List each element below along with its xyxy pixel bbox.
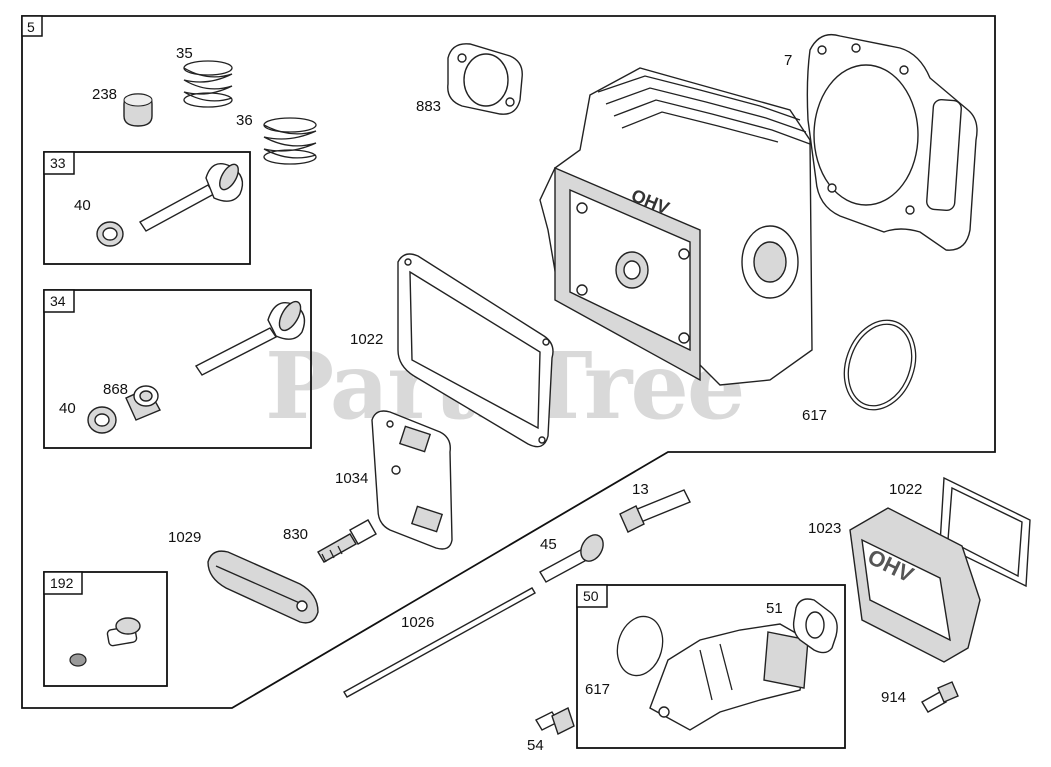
group-33-tab [43,151,75,175]
callout-36: 36 [236,112,253,129]
bolt-13-icon [619,489,691,533]
callout-1034: 1034 [335,470,368,487]
callout-54: 54 [527,737,544,754]
guide-plate-1034-icon [371,410,453,550]
exhaust-gasket-883-icon [447,43,523,115]
callout-13: 13 [632,481,649,498]
elbow-gasket-51-icon [792,598,838,654]
push-rod-1026-icon [343,587,536,698]
cylinder-head-icon: OHV [539,67,813,386]
callout-868: 868 [103,381,128,398]
group-50-box [576,584,846,749]
callout-35: 35 [176,45,193,62]
callout-40-group-34: 40 [59,400,76,417]
bolt-914-icon [921,681,959,713]
o-ring-617b-icon [616,615,664,677]
intake-valve-icon [138,163,244,232]
callout-238: 238 [92,86,117,103]
valve-spring-35-icon [183,60,233,108]
callout-1026: 1026 [401,614,434,631]
main-group-tab [21,15,43,37]
head-gasket-7-icon [806,33,978,251]
group-33-label: 33 [50,155,66,171]
valve-seal-868-icon [125,385,161,421]
valve-retainer-40a-icon [96,221,124,247]
group-34-tab [43,289,75,313]
valve-spring-36-icon [263,117,317,165]
rocker-arm-1029-icon [207,550,319,624]
breather-fitting-icon [69,617,141,667]
callout-617-elbow: 617 [585,681,610,698]
main-group-frame [21,15,996,709]
callout-1022-left: 1022 [350,331,383,348]
tappet-45-icon [539,534,604,583]
group-34-box [43,289,312,449]
intake-elbow-icon [649,623,809,731]
callout-40-group-33: 40 [74,197,91,214]
group-50-tab [576,584,608,608]
cover-gasket-1022b-icon [939,476,1031,588]
group-33-box [43,151,251,265]
o-ring-617a-icon [843,319,917,411]
rocker-stud-830-icon [317,519,377,563]
exhaust-valve-icon [194,300,306,376]
valve-cap-238-icon [123,93,153,127]
callout-1023: 1023 [808,520,841,537]
callout-51: 51 [766,600,783,617]
rocker-gasket-1022-icon [397,253,554,448]
valve-retainer-40b-icon [87,406,117,434]
callout-883: 883 [416,98,441,115]
callout-617-head: 617 [802,407,827,424]
callout-1029: 1029 [168,529,201,546]
bolt-54-icon [535,707,575,735]
main-group-label: 5 [27,19,35,35]
group-192-label: 192 [50,575,74,591]
callout-830: 830 [283,526,308,543]
valve-cover-1023-icon: OHV [849,507,981,663]
group-192-tab [43,571,83,595]
callout-914: 914 [881,689,906,706]
callout-1022-right: 1022 [889,481,922,498]
callout-45: 45 [540,536,557,553]
group-50-label: 50 [583,588,599,604]
group-192-box [43,571,168,687]
group-34-label: 34 [50,293,66,309]
callout-7: 7 [784,52,792,69]
